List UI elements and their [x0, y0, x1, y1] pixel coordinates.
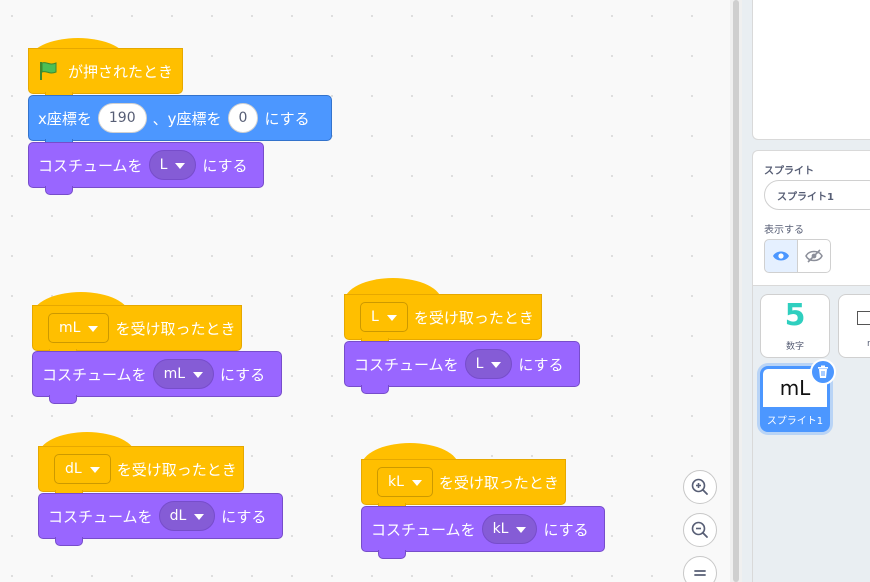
hat-suffix: を受け取ったとき: [116, 460, 237, 479]
costume-label: コスチュームを: [42, 365, 147, 384]
costume-dropdown[interactable]: L: [148, 150, 197, 180]
zoom-in-button[interactable]: [683, 470, 717, 504]
hat-label: が押されたとき: [68, 62, 174, 81]
costume-label: コスチュームを: [48, 507, 153, 526]
costume-suffix: にする: [220, 365, 266, 384]
chevron-down-icon: [491, 362, 502, 368]
zoom-out-button[interactable]: [683, 513, 717, 547]
when-receive-block[interactable]: L を受け取ったとき: [344, 294, 542, 347]
switch-costume-block[interactable]: コスチュームを dL にする: [38, 493, 283, 546]
sprite-tile[interactable]: 5 数字: [760, 294, 830, 358]
costume-value: L: [159, 157, 168, 173]
message-value: dL: [65, 461, 82, 477]
costume-label: コスチュームを: [371, 520, 476, 539]
message-dropdown[interactable]: dL: [54, 454, 111, 484]
zoom-out-icon: [691, 521, 708, 538]
block-notch: [378, 550, 406, 559]
message-dropdown[interactable]: kL: [377, 467, 433, 497]
message-dropdown[interactable]: L: [360, 302, 408, 332]
sprite-tile-label: 数字: [785, 342, 804, 352]
message-dropdown[interactable]: mL: [48, 313, 110, 343]
when-receive-block[interactable]: kL を受け取ったとき: [361, 459, 566, 512]
when-flag-clicked-block[interactable]: が押されたとき: [28, 48, 183, 101]
block-notch: [49, 395, 77, 404]
hide-sprite-button[interactable]: [797, 239, 831, 273]
block-notch: [361, 385, 389, 394]
sprite-tile-label: n: [839, 339, 870, 349]
chevron-down-icon: [194, 514, 205, 520]
sprite-label: スプライト: [764, 166, 814, 177]
chevron-down-icon: [411, 480, 422, 486]
green-flag-icon: [38, 61, 60, 81]
x-input[interactable]: 190: [97, 103, 147, 133]
chevron-down-icon: [175, 163, 186, 169]
eye-slash-icon: [805, 249, 823, 263]
equals-icon: [694, 570, 706, 576]
show-sprite-button[interactable]: [764, 239, 798, 273]
costume-dropdown[interactable]: mL: [152, 359, 214, 389]
zoom-in-icon: [691, 478, 708, 495]
switch-costume-block[interactable]: コスチュームを L にする: [28, 142, 264, 195]
hat-suffix: を受け取ったとき: [115, 319, 236, 338]
stage[interactable]: [752, 0, 870, 140]
costume-value: mL: [163, 366, 185, 382]
goto-suffix: にする: [264, 109, 310, 128]
switch-costume-block[interactable]: コスチュームを L にする: [344, 341, 580, 394]
go-to-xy-block[interactable]: x座標を 190 、y座標を 0 にする: [28, 95, 332, 148]
hat-suffix: を受け取ったとき: [438, 473, 559, 492]
chevron-down-icon: [89, 467, 100, 473]
code-workspace[interactable]: が押されたとき x座標を 190 、y座標を 0 にする コスチュームを L に…: [0, 0, 742, 582]
goto-y-label: 、y座標を: [152, 109, 222, 128]
chevron-down-icon: [193, 372, 203, 378]
costume-suffix: にする: [543, 520, 589, 539]
zoom-reset-button[interactable]: [683, 556, 717, 582]
show-label: 表示する: [764, 225, 804, 236]
switch-costume-block[interactable]: コスチュームを kL にする: [361, 506, 605, 559]
hat-suffix: を受け取ったとき: [413, 308, 534, 327]
costume-suffix: にする: [202, 156, 248, 175]
digit-five-icon: 5: [784, 298, 806, 333]
costume-suffix: にする: [221, 507, 267, 526]
delete-sprite-button[interactable]: [810, 359, 836, 385]
costume-value: L: [475, 356, 484, 372]
when-receive-block[interactable]: mL を受け取ったとき: [32, 305, 242, 358]
sprite-name-value: スプライト1: [777, 191, 834, 203]
sprite-name-input[interactable]: スプライト1: [764, 180, 870, 210]
y-input[interactable]: 0: [227, 103, 259, 133]
sprite-thumbnail: n: [857, 311, 870, 325]
eye-icon: [773, 251, 789, 261]
costume-dropdown[interactable]: kL: [481, 514, 538, 544]
chevron-down-icon: [386, 315, 397, 321]
block-notch: [45, 186, 73, 195]
sprite-glyph: mL: [779, 376, 811, 400]
workspace-scrollbar[interactable]: [730, 0, 742, 582]
sprite-tile[interactable]: n n: [838, 294, 870, 358]
sprite-tile-label: スプライト1: [766, 416, 824, 427]
goto-x-label: x座標を: [38, 109, 92, 128]
chevron-down-icon: [516, 527, 527, 533]
message-value: L: [371, 309, 379, 325]
chevron-down-icon: [88, 326, 99, 332]
costume-suffix: にする: [518, 355, 564, 374]
costume-dropdown[interactable]: L: [464, 349, 513, 379]
switch-costume-block[interactable]: コスチュームを mL にする: [32, 351, 282, 404]
message-value: mL: [59, 320, 81, 336]
costume-dropdown[interactable]: dL: [158, 501, 216, 531]
costume-label: コスチュームを: [38, 156, 143, 175]
block-notch: [55, 537, 83, 546]
costume-value: kL: [492, 521, 509, 537]
when-receive-block[interactable]: dL を受け取ったとき: [38, 446, 244, 499]
costume-label: コスチュームを: [354, 355, 459, 374]
scrollbar-thumb[interactable]: [733, 0, 739, 582]
message-value: kL: [388, 474, 404, 490]
costume-value: dL: [169, 508, 187, 524]
trash-icon: [818, 365, 828, 378]
